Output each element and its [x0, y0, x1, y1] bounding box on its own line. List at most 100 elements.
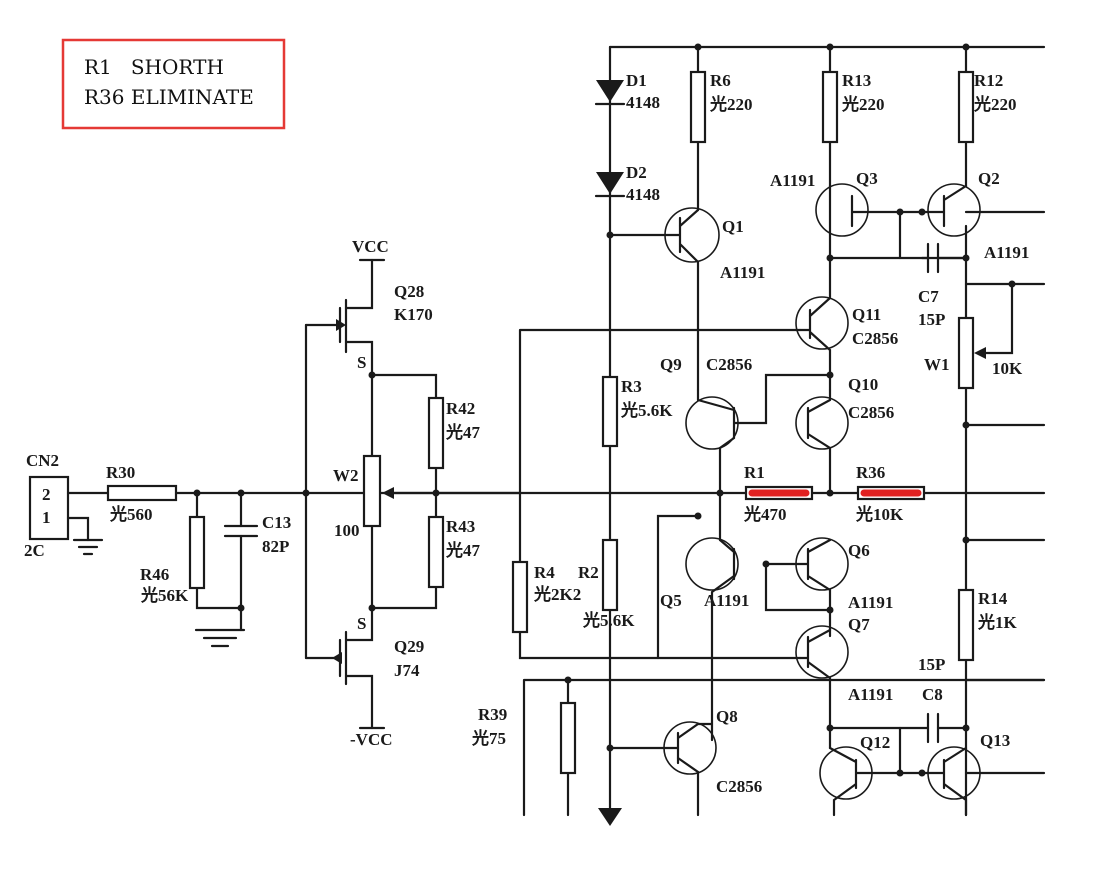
c13-label: C13 [262, 513, 291, 532]
q3-transistor [815, 183, 869, 237]
q2-label: Q2 [978, 169, 1000, 188]
bias-section: VCC Q28 K170 S W2 100 R42 光47 R43 光47 -V… [304, 237, 480, 749]
r36-label: R36 [856, 463, 885, 482]
q6-label: Q6 [848, 541, 870, 560]
r4-resistor [511, 560, 529, 634]
junction-dot [1008, 280, 1016, 288]
r6-resistor [689, 70, 707, 144]
r30-label: R30 [106, 463, 135, 482]
q3-part: A1191 [770, 171, 815, 190]
q7-part: A1191 [848, 685, 893, 704]
cn2-label: CN2 [26, 451, 59, 470]
q12-label: Q12 [860, 733, 890, 752]
input-section: CN2 2 1 2C R30 光560 R46 光56K C13 82P [24, 451, 522, 648]
w1-potentiometer [957, 316, 975, 390]
q7-label: Q7 [848, 615, 870, 634]
r13-label: R13 [842, 71, 871, 90]
q3-leads [828, 184, 968, 260]
w1-label: W1 [924, 355, 950, 374]
r14-label: R14 [978, 589, 1008, 608]
r39-resistor [559, 701, 577, 775]
r12-label: R12 [974, 71, 1003, 90]
junction-dot [564, 676, 572, 684]
c8-label: C8 [922, 685, 943, 704]
q6-part: A1191 [848, 593, 893, 612]
r42-resistor [427, 396, 445, 470]
c8-capacitor [926, 712, 940, 744]
c7-wire [898, 210, 968, 260]
r30-resistor [106, 484, 178, 502]
note-line-1: R1 SHORTH [84, 55, 224, 79]
d1-label: D1 [626, 71, 647, 90]
q10-transistor [795, 396, 849, 450]
r43-value: 光47 [445, 540, 480, 560]
r4-label: R4 [534, 563, 555, 582]
w1-value: 10K [992, 359, 1023, 378]
q28-drain-source-wire [344, 258, 374, 610]
r39-label: R39 [478, 705, 507, 724]
ground-icon [72, 538, 104, 556]
q1-leads [608, 208, 700, 392]
cn2-pin2: 2 [42, 485, 51, 504]
d2-value: 4148 [626, 185, 660, 204]
r14-value: 光1K [977, 612, 1017, 632]
w2-wiper-icon [382, 487, 394, 499]
junction-dot [826, 489, 834, 497]
q9-label: Q9 [660, 355, 682, 374]
q29-label: Q29 [394, 637, 424, 656]
junction-dot [962, 536, 970, 544]
vcc-label: VCC [352, 237, 389, 256]
r46-value: 光56K [140, 585, 189, 605]
r39-wire [522, 678, 1046, 817]
q2-part: A1191 [984, 243, 1029, 262]
r2-resistor [601, 538, 619, 612]
q10-part: C2856 [848, 403, 894, 422]
r3-value: 光5.6K [620, 400, 673, 420]
w2-value: 100 [334, 521, 360, 540]
q6-leads [764, 538, 832, 638]
r42-value: 光47 [445, 422, 480, 442]
r12-value: 光220 [973, 94, 1017, 114]
w1-wiper-icon [974, 347, 986, 359]
q5-transistor [685, 537, 739, 591]
junction-dot [694, 512, 702, 520]
r2-label: R2 [578, 563, 599, 582]
q29-part: J74 [394, 661, 420, 680]
cn2-2c: 2C [24, 541, 45, 560]
q8-leads [608, 722, 714, 817]
q29-source-label: S [357, 614, 366, 633]
q8-part: C2856 [716, 777, 762, 796]
q11-label: Q11 [852, 305, 881, 324]
q3-label: Q3 [856, 169, 878, 188]
junction-dot [368, 371, 376, 379]
q5-base-wire [656, 514, 700, 660]
r4-value: 光2K2 [533, 584, 581, 604]
c7-label: C7 [918, 287, 939, 306]
bottom-diode-icon [598, 808, 622, 826]
r6-value: 光220 [709, 94, 753, 114]
junction-dot [826, 724, 834, 732]
junction-dot [962, 421, 970, 429]
r46-label: R46 [140, 565, 169, 584]
junction-dot [606, 744, 614, 752]
r46-wire [195, 491, 243, 610]
q2-leads [942, 184, 1046, 228]
q11-transistor [795, 296, 849, 350]
nvcc-label: -VCC [350, 730, 393, 749]
r12-resistor [957, 70, 975, 144]
junction-dot [716, 489, 724, 497]
q5-label: Q5 [660, 591, 682, 610]
annotation-note: R1 SHORTH R36 ELIMINATE [61, 38, 286, 130]
r13-resistor [821, 70, 839, 144]
r30-value: 光560 [109, 504, 153, 524]
c13-value: 82P [262, 537, 289, 556]
q7-leads [798, 628, 832, 750]
q11-part: C2856 [852, 329, 898, 348]
q29-arrow-icon [332, 652, 342, 664]
r13-value: 光220 [841, 94, 885, 114]
r1-value: 光470 [743, 504, 787, 524]
r42-label: R42 [446, 399, 475, 418]
cn2-ground-wire [66, 516, 90, 542]
q13-label: Q13 [980, 731, 1010, 750]
